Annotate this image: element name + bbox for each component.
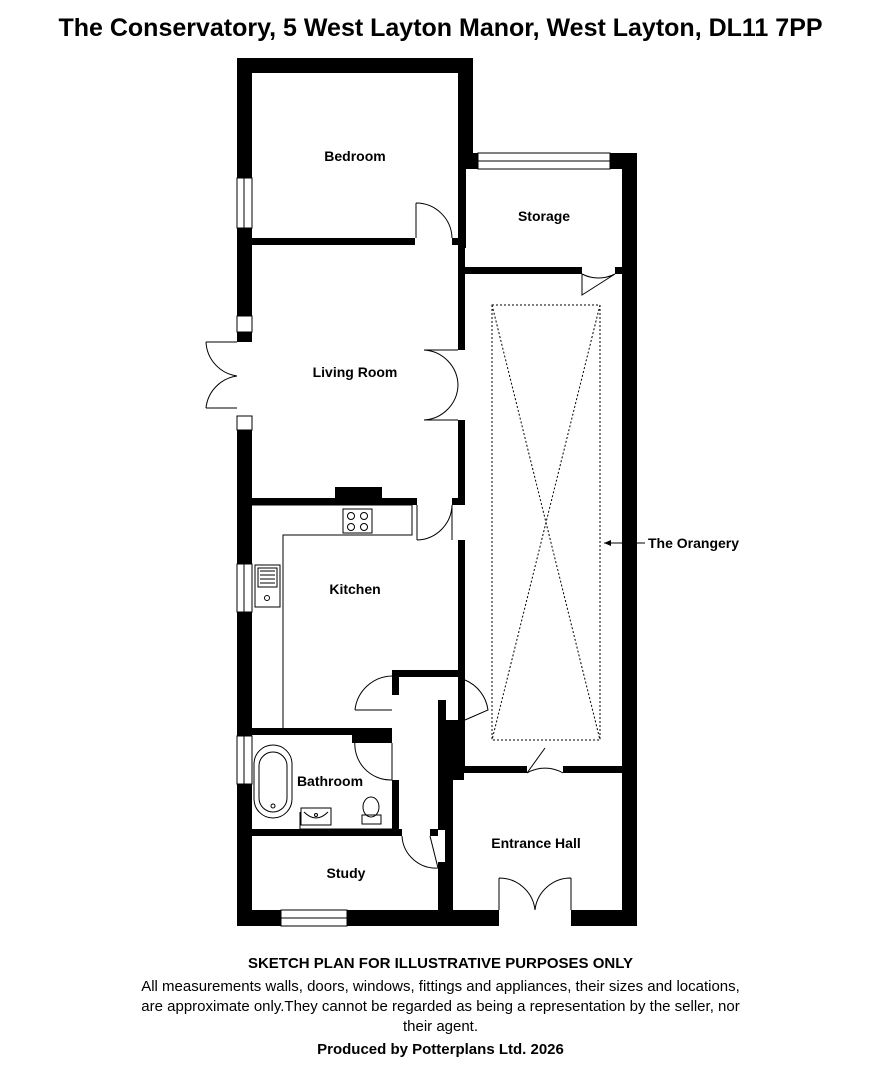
bath [253,744,293,819]
disclaimer-block: SKETCH PLAN FOR ILLUSTRATIVE PURPOSES ON… [0,955,881,1058]
producer-credit: Produced by Potterplans Ltd. 2026 [317,1041,564,1058]
door-swings [205,202,616,911]
worktop [252,504,413,728]
orangery-label: The Orangery [648,535,739,551]
living-window-lower [236,415,253,431]
kitchen-label: Kitchen [329,581,380,597]
interior-walls [252,158,625,912]
living-window-upper [236,315,253,333]
living-room-label: Living Room [313,364,398,380]
bathroom-label: Bathroom [297,773,363,789]
vanity-unit [299,812,392,830]
basin [300,807,332,826]
bathroom-fittings [253,744,392,830]
disclaimer-text: All measurements walls, doors, windows, … [141,978,740,1035]
orangery-arrow [604,540,611,546]
plan-title: The Conservatory, 5 West Layton Manor, W… [58,14,823,42]
toilet-cistern [361,814,382,825]
storage-label: Storage [518,208,570,224]
windows [236,152,611,927]
bedroom-label: Bedroom [324,148,385,164]
toilet-bowl [362,796,380,818]
disclaimer-heading: SKETCH PLAN FOR ILLUSTRATIVE PURPOSES ON… [247,955,634,972]
outer-walls [237,58,637,926]
hob [342,508,373,534]
study-label: Study [327,865,366,881]
entrance-hall-label: Entrance Hall [491,835,580,851]
orangery-lantern [491,304,601,741]
kitchen-fittings [252,504,413,728]
sink [254,564,281,608]
